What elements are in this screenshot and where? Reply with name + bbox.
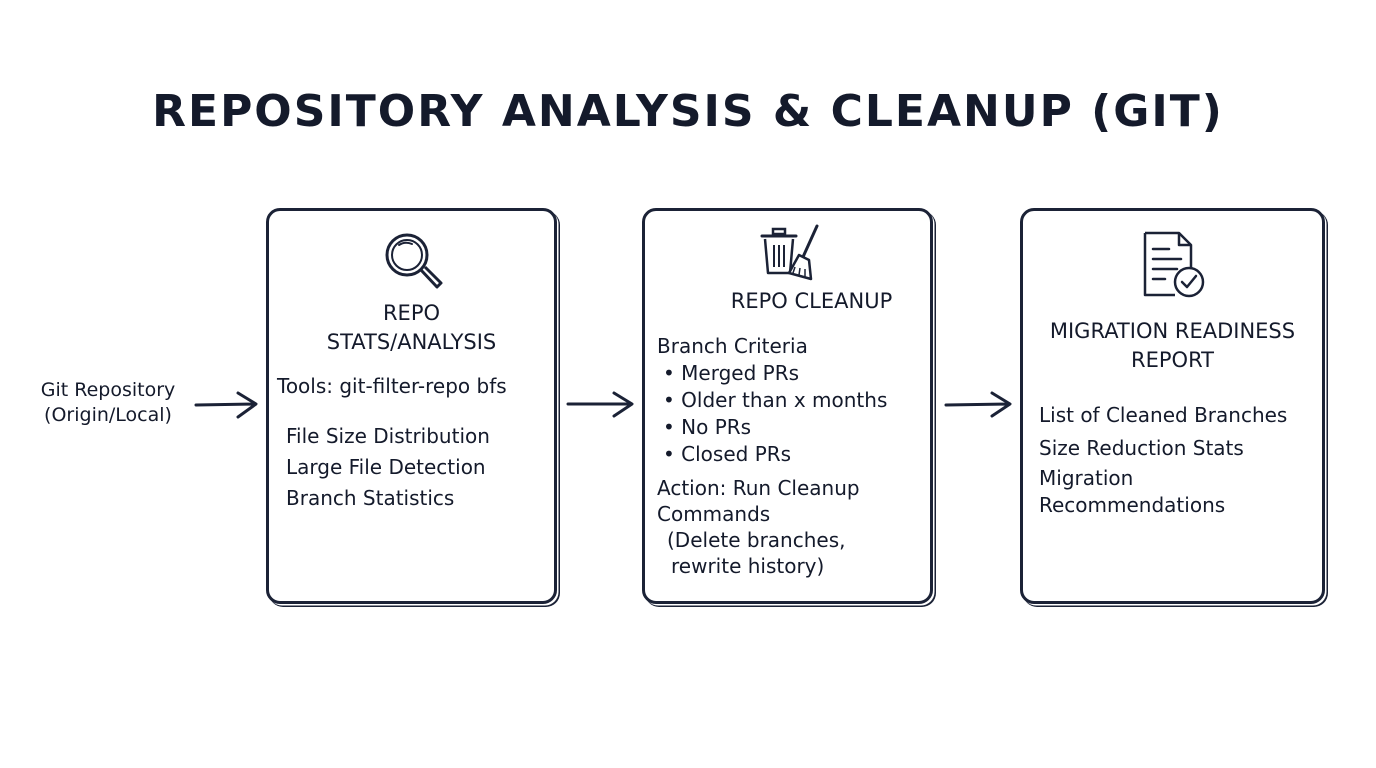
trash-and-broom-icon	[760, 224, 819, 281]
arrow-cleanup-to-report	[944, 391, 1012, 418]
list-item: File Size Distribution	[286, 424, 490, 448]
list-item: Large File Detection	[286, 455, 486, 479]
list-item: Migration	[1039, 466, 1134, 490]
diagram-title: REPOSITORY ANALYSIS & CLEANUP (GIT)	[152, 86, 1224, 137]
list-item: Older than x months	[657, 387, 887, 414]
stage-migration-readiness-report: MIGRATION READINESS REPORT List of Clean…	[1020, 208, 1325, 604]
branch-criteria: Branch Criteria Merged PRs Older than x …	[657, 333, 887, 468]
criteria-label: Branch Criteria	[657, 334, 808, 358]
source-node-git-repository: Git Repository (Origin/Local)	[22, 378, 194, 428]
list-item: Recommendations	[1039, 493, 1226, 517]
list-item: No PRs	[657, 414, 887, 441]
stage-repo-cleanup: REPO CLEANUP Branch Criteria Merged PRs …	[642, 208, 933, 604]
list-item: Size Reduction Stats	[1039, 436, 1244, 460]
arrow-source-to-analysis	[194, 391, 258, 419]
list-item: Branch Statistics	[286, 486, 455, 510]
cleanup-action: Action: Run Cleanup Commands (Delete bra…	[657, 476, 860, 578]
arrow-analysis-to-cleanup	[566, 391, 634, 418]
stage-repo-stats-analysis: REPO STATS/ANALYSIS Tools: git-filter-re…	[266, 208, 557, 604]
stage-heading: MIGRATION READINESS REPORT	[1049, 319, 1296, 372]
document-check-icon	[1143, 231, 1205, 298]
stage-heading: REPO CLEANUP	[730, 289, 893, 313]
list-item: Closed PRs	[657, 441, 887, 468]
stage-heading: REPO STATS/ANALYSIS	[326, 301, 497, 354]
list-item: List of Cleaned Branches	[1039, 403, 1288, 427]
tools-label: Tools: git-filter-repo bfs	[277, 374, 507, 398]
report-items: List of Cleaned Branches Size Reduction …	[1039, 399, 1287, 519]
analysis-items: File Size Distribution Large File Detect…	[286, 421, 490, 514]
magnifying-glass-icon	[385, 233, 443, 289]
source-label: Git Repository	[40, 379, 176, 401]
list-item: Merged PRs	[657, 360, 887, 387]
source-sublabel: (Origin/Local)	[44, 404, 172, 426]
